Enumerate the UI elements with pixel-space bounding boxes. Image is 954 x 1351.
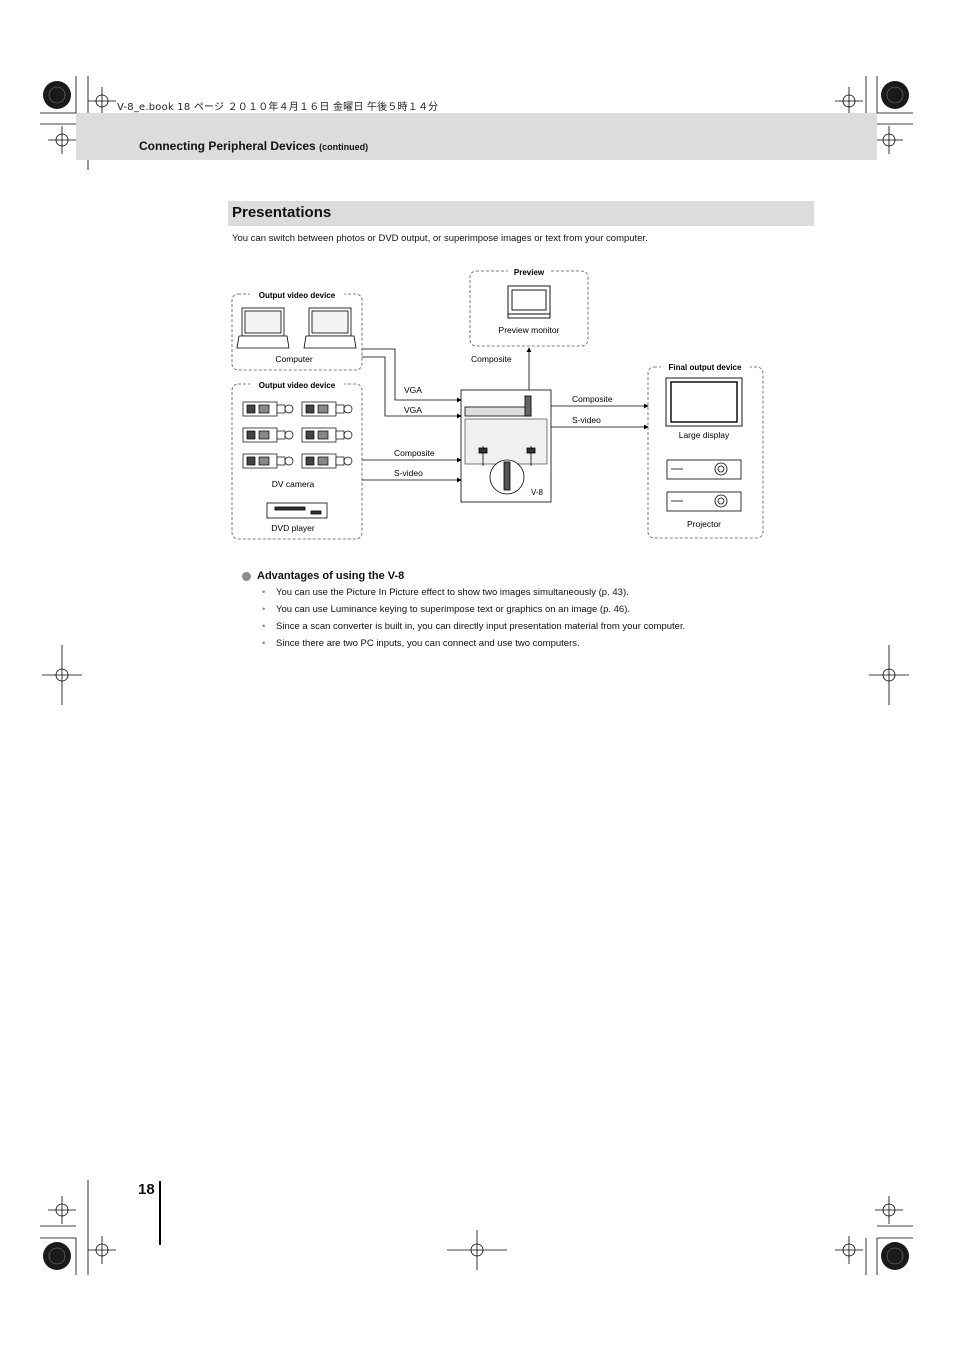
list-item: You can use the Picture In Picture effec… [262, 587, 685, 604]
v8-mixer-icon [460, 389, 552, 503]
preview-monitor-label: Preview monitor [499, 325, 560, 335]
list-item: Since there are two PC inputs, you can c… [262, 638, 685, 655]
header-title: Connecting Peripheral Devices [139, 139, 316, 153]
vga-cable-2 [362, 356, 462, 419]
large-display-icon [665, 377, 743, 427]
group-computer-label: Output video device [259, 291, 336, 300]
laptop-icon [303, 307, 357, 349]
composite-in-label: Composite [394, 448, 435, 458]
header-continued: (continued) [319, 142, 369, 152]
section-intro: You can switch between photos or DVD out… [232, 233, 648, 244]
projector-label: Projector [687, 519, 721, 529]
page-number-rule [159, 1181, 161, 1245]
svideo-in-label: S-video [394, 468, 423, 478]
group-final-label: Final output device [669, 363, 742, 372]
group-preview-label: Preview [514, 268, 545, 277]
list-item: You can use Luminance keying to superimp… [262, 604, 685, 621]
running-header: Connecting Peripheral Devices (continued… [139, 139, 368, 153]
vga-cable-1 [362, 348, 462, 403]
large-display-label: Large display [679, 430, 730, 440]
dv-camera-label: DV camera [272, 479, 315, 489]
preview-monitor-icon [507, 285, 551, 319]
connection-diagram: Output video device Output video device … [231, 267, 764, 540]
section-bar [228, 201, 814, 226]
group-camera-label: Output video device [259, 381, 336, 390]
list-item: Since a scan converter is built in, you … [262, 621, 685, 638]
advantages-heading: Advantages of using the V-8 [242, 570, 404, 582]
vga-label-2: VGA [404, 405, 422, 415]
print-meta: V-8_e.book 18 ページ ２０１０年４月１６日 金曜日 午後５時１４分 [117, 102, 439, 113]
laptop-icon [236, 307, 290, 349]
section-title: Presentations [232, 204, 332, 221]
composite-out-label: Composite [572, 394, 613, 404]
advantages-list: You can use the Picture In Picture effec… [262, 587, 685, 655]
dvd-player-icon [266, 502, 328, 519]
svideo-out-label: S-video [572, 415, 601, 425]
vga-label-1: VGA [404, 385, 422, 395]
mixer-logo: V-8 [531, 488, 544, 497]
bullet-dot-icon [242, 571, 251, 581]
composite-preview-label: Composite [471, 354, 512, 364]
dvd-player-label: DVD player [271, 523, 315, 533]
advantages-heading-text: Advantages of using the V-8 [257, 570, 405, 582]
header-band [76, 113, 877, 160]
computer-label: Computer [275, 354, 312, 364]
camcorder-icon [242, 401, 353, 469]
projector-icon [666, 459, 742, 512]
page-number: 18 [138, 1181, 155, 1198]
